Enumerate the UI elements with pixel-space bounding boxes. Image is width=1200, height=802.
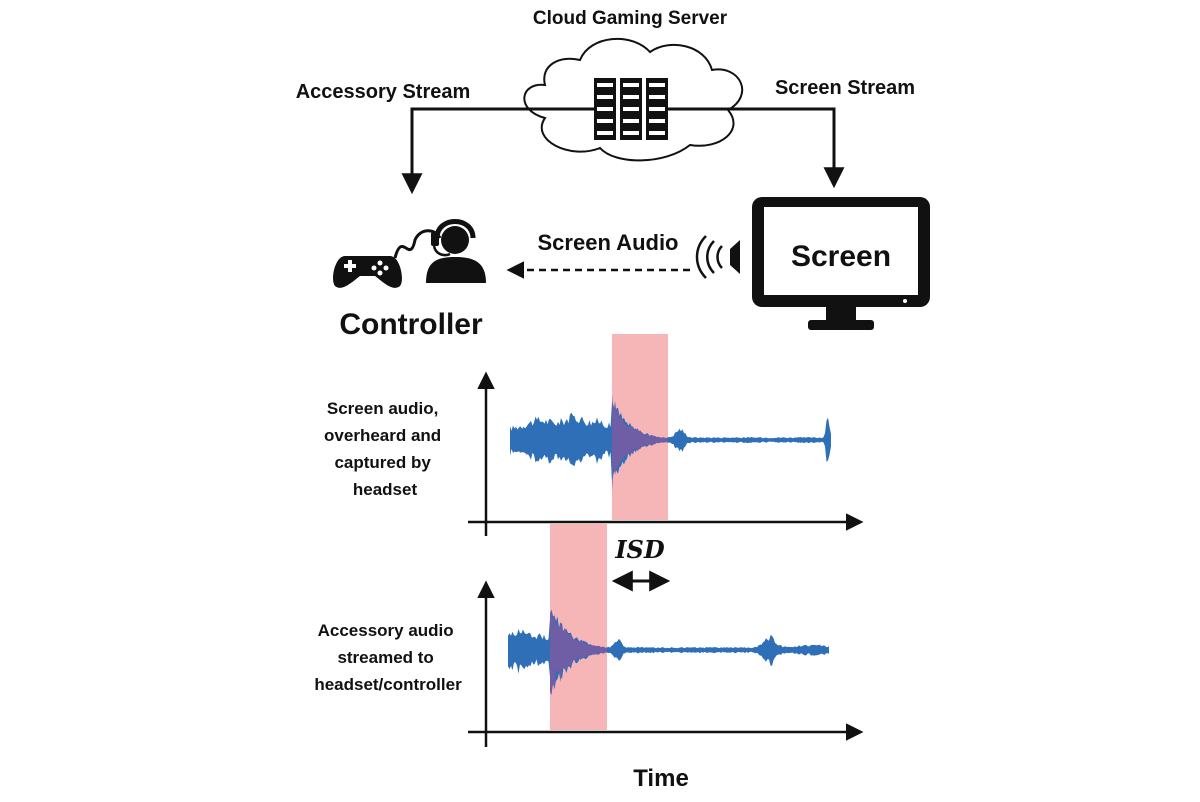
screen-stream-arrow xyxy=(668,107,845,189)
screen-audio-label: Screen Audio xyxy=(538,230,679,255)
speaker-icon xyxy=(695,235,740,279)
monitor-icon xyxy=(752,197,930,330)
bottom-plot-label-line: streamed to xyxy=(337,648,433,667)
controller-cable xyxy=(393,229,442,259)
server-rack-icon xyxy=(594,78,668,140)
top-waveform-overlap xyxy=(612,394,668,492)
bottom-waveform xyxy=(508,609,829,692)
controller-label: Controller xyxy=(339,308,483,341)
accessory-stream-label: Accessory Stream xyxy=(296,81,471,103)
isd-label: ISD xyxy=(614,535,665,564)
screen-stream-label: Screen Stream xyxy=(775,77,915,99)
headset-user-icon xyxy=(426,219,486,283)
screen-label: Screen xyxy=(791,240,891,273)
top-plot-label-line: Screen audio, xyxy=(327,399,438,418)
top-plot-label-line: captured by xyxy=(334,453,431,472)
server-label: Cloud Gaming Server xyxy=(533,8,728,29)
accessory-stream-arrow xyxy=(401,107,596,195)
bottom-plot-label-line: Accessory audio xyxy=(318,621,454,640)
bottom-plot-label: Accessory audio streamed to headset/cont… xyxy=(314,621,462,694)
gamepad-icon xyxy=(333,256,402,288)
top-plot-label-line: headset xyxy=(353,480,418,499)
top-plot-label: Screen audio, overheard and captured by … xyxy=(324,399,446,499)
top-waveform xyxy=(510,401,831,483)
time-axis-label: Time xyxy=(633,765,689,792)
bottom-waveform-overlap xyxy=(550,610,607,695)
top-plot-label-line: overheard and xyxy=(324,426,441,445)
bottom-plot-label-line: headset/controller xyxy=(314,675,462,694)
